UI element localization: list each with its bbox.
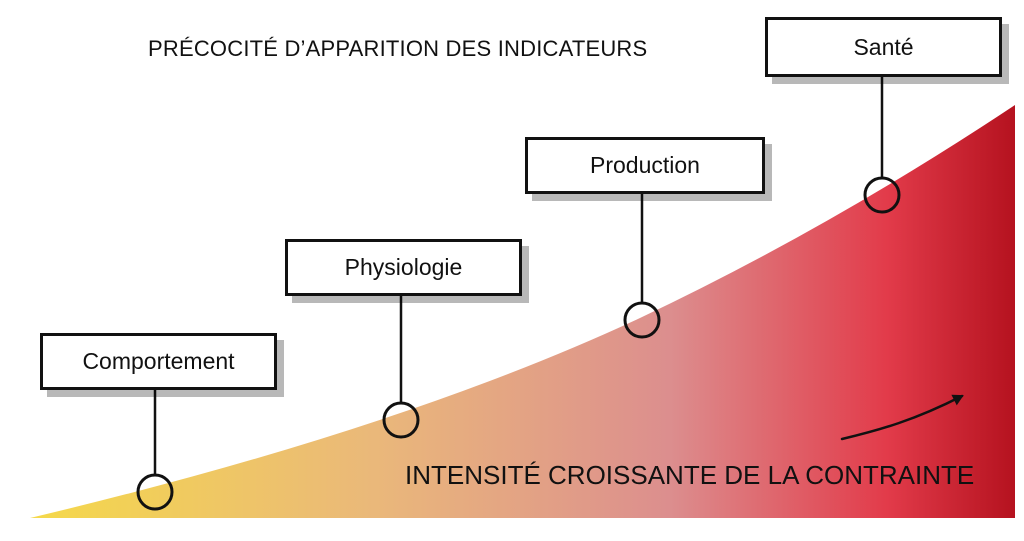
stage-label-comportement: Comportement bbox=[82, 348, 235, 374]
stage-label-production: Production bbox=[590, 152, 700, 178]
increase-arrow-icon bbox=[840, 394, 964, 441]
indicator-circle-sante bbox=[863, 176, 901, 214]
indicator-circle-production bbox=[623, 301, 661, 339]
stage-box-comportement: Comportement bbox=[40, 333, 277, 390]
stage-box-production: Production bbox=[525, 137, 765, 194]
indicator-circle-physiologie bbox=[382, 401, 420, 439]
stage-label-sante: Santé bbox=[853, 33, 914, 60]
indicator-circle-comportement bbox=[136, 473, 174, 511]
stage-label-physiologie: Physiologie bbox=[344, 254, 463, 280]
stage-box-physiologie: Physiologie bbox=[285, 239, 522, 296]
stress-axis-label: INTENSITÉ CROISSANTE DE LA CONTRAINTE bbox=[405, 460, 975, 490]
diagram-title: PRÉCOCITÉ D’APPARITION DES INDICATEURS bbox=[148, 36, 648, 61]
stage-box-sante: Santé bbox=[765, 17, 1002, 77]
stress-curve-area bbox=[30, 105, 1015, 518]
